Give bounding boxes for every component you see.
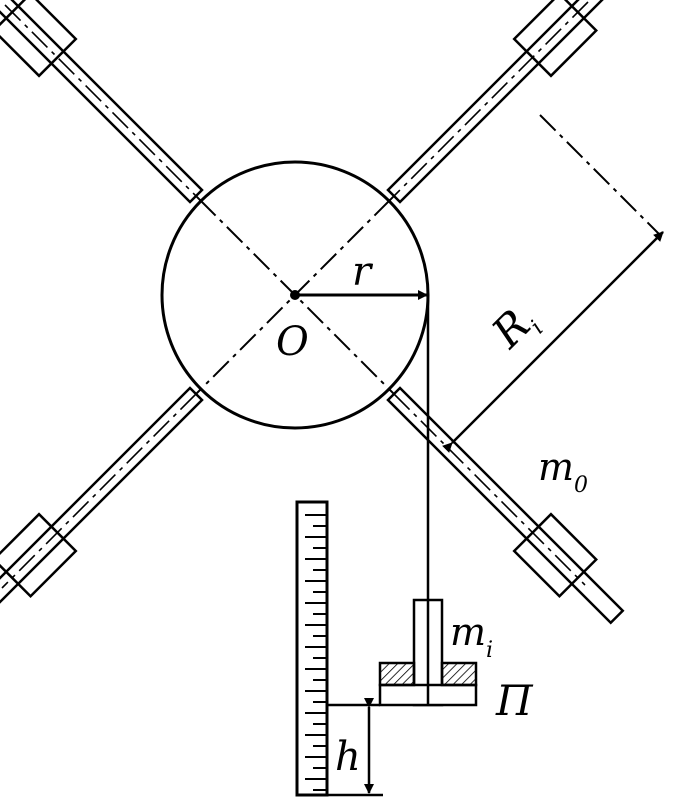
arm-masses <box>0 0 598 598</box>
arm-mass-lower-left <box>0 512 78 598</box>
label-radius: r <box>352 249 374 295</box>
arm-lower-left <box>0 386 204 625</box>
arm-radius-dimension-arrow <box>442 231 664 453</box>
label-load-mass: mi <box>450 610 493 663</box>
label-platform: П <box>495 676 534 725</box>
label-arm-mass: m0 <box>538 445 588 498</box>
label-center: O <box>276 319 309 365</box>
arm-mass-lower-right <box>512 512 598 598</box>
rod-axis-lines <box>1 1 589 589</box>
arm-upper-right <box>386 0 625 204</box>
ruler <box>295 500 329 797</box>
ruler-ticks <box>305 514 327 791</box>
svg-text:Ri: Ri <box>482 295 549 362</box>
falling-load <box>378 598 478 707</box>
arm-mass-upper-right <box>512 0 598 78</box>
label-arm-radius: Ri <box>482 295 549 362</box>
arm-mass-upper-left <box>0 0 78 78</box>
label-height: h <box>335 734 361 780</box>
load-weight-right <box>440 661 478 687</box>
height-dimension <box>327 698 383 797</box>
ruler-body <box>295 500 329 797</box>
dimension-extension-line <box>539 114 661 236</box>
load-weight-left <box>378 661 416 687</box>
